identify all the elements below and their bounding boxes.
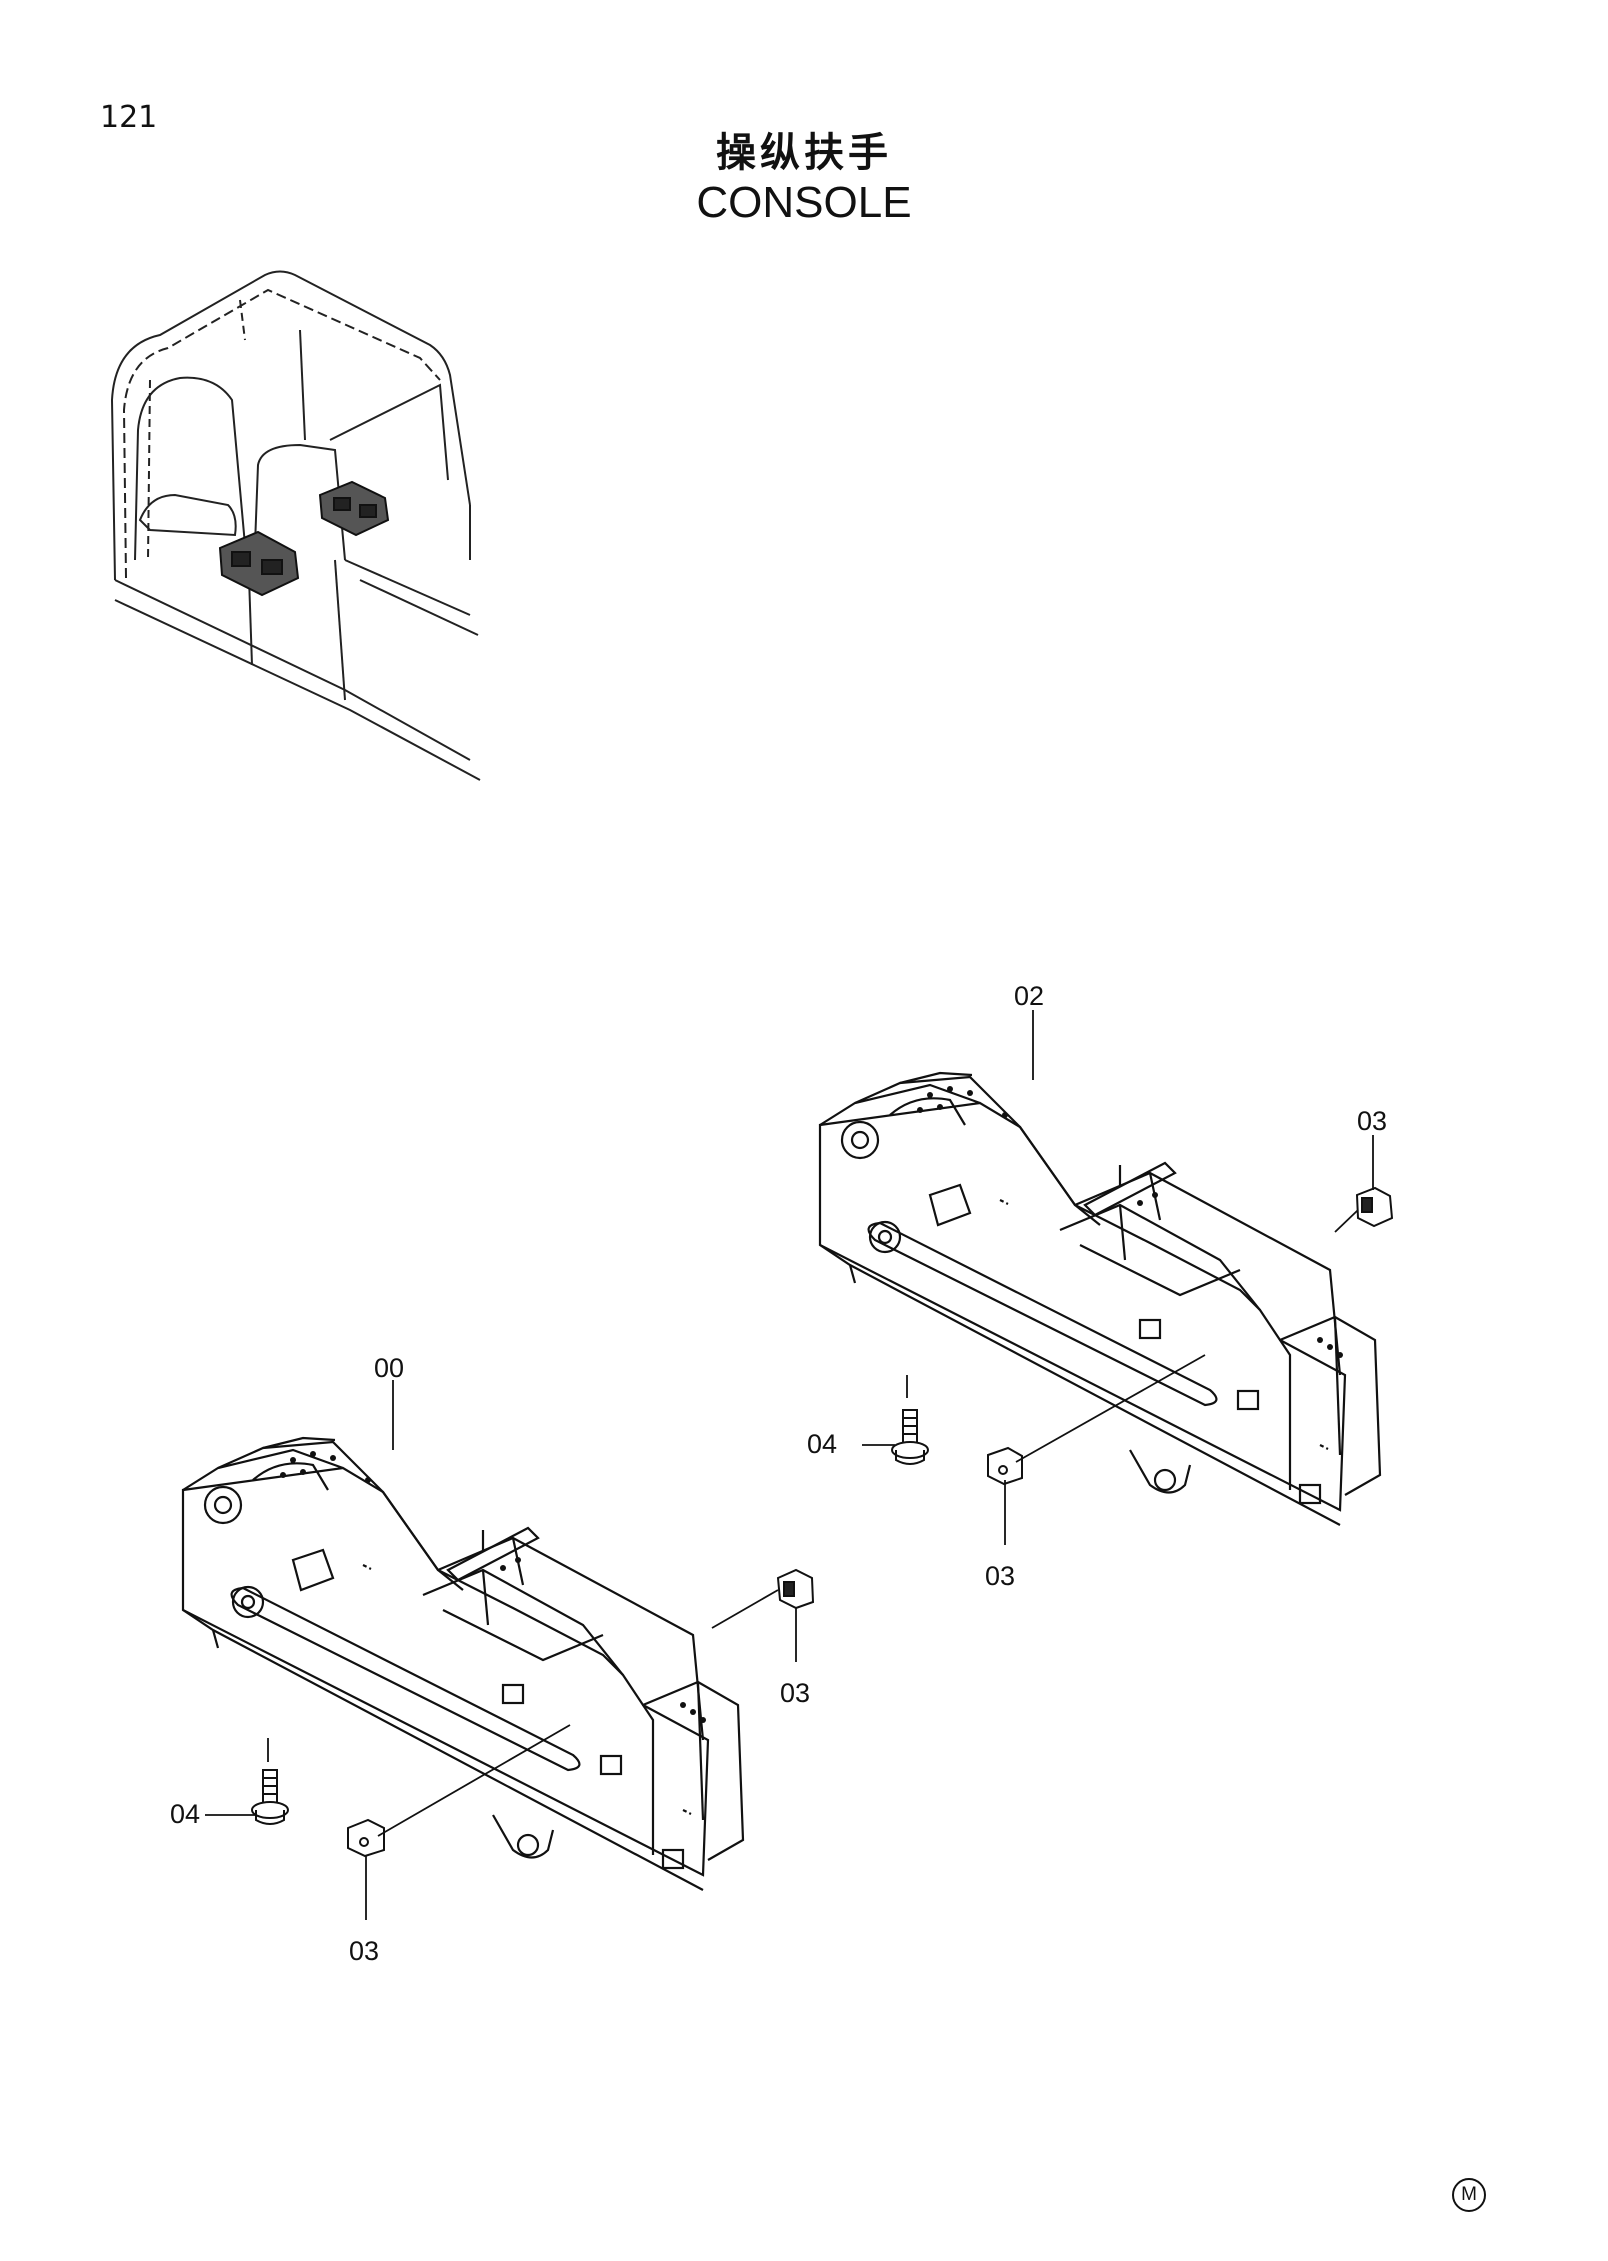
leader-lines [205, 1010, 1374, 1920]
callout-03-left-bottom: 03 [349, 1936, 379, 1966]
cap-right-top [1355, 1186, 1394, 1228]
title-english: CONSOLE [696, 178, 912, 227]
m-mark: M [1452, 2178, 1486, 2212]
callout-02: 02 [1014, 981, 1044, 1011]
callout-04-left: 04 [170, 1799, 200, 1829]
cab-illustration [110, 270, 481, 781]
callout-03-left-top: 03 [780, 1678, 810, 1708]
callout-03-right-bottom: 03 [985, 1561, 1015, 1591]
callout-03-right-top: 03 [1357, 1106, 1387, 1136]
page-number: 121 [100, 100, 158, 135]
bolt-right [891, 1409, 929, 1465]
cap-left-top [776, 1568, 815, 1610]
cap-right-bottom [987, 1446, 1023, 1486]
title-chinese: 操纵扶手 [716, 130, 892, 176]
callout-00: 00 [374, 1353, 404, 1383]
cap-left-bottom [347, 1818, 385, 1858]
callout-04-right: 04 [807, 1429, 837, 1459]
bolt-left [251, 1769, 289, 1825]
console-assembly-left [181, 1436, 745, 1892]
